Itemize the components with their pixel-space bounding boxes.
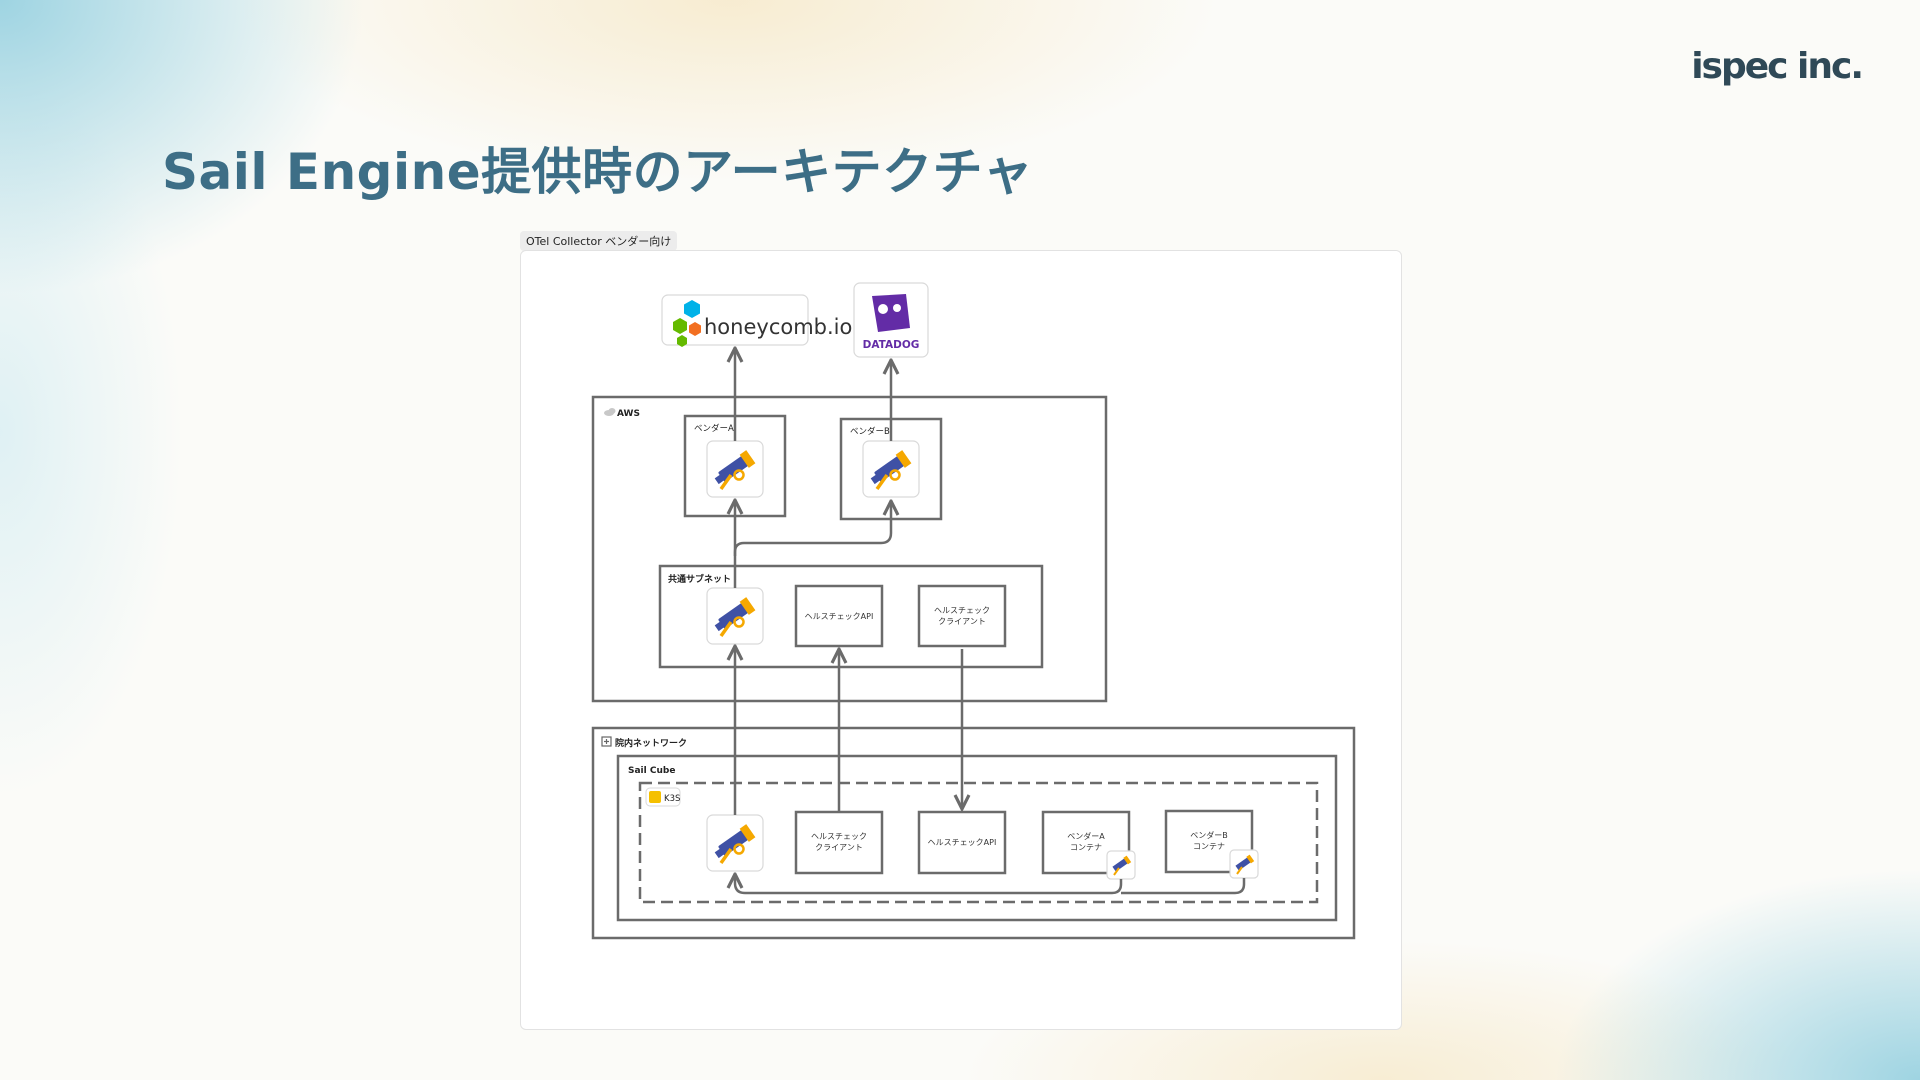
onprem-network-label: 院内ネットワーク xyxy=(615,737,687,749)
aws-healthcheck-api-label: ヘルスチェックAPI xyxy=(805,612,874,621)
honeycomb-logo: honeycomb.io xyxy=(661,294,852,347)
aws-healthcheck-api-box xyxy=(794,584,884,648)
onprem-healthcheck-client-label-2: クライアント xyxy=(815,843,863,852)
honeycomb-label: honeycomb.io xyxy=(704,315,852,339)
vendor-b-label: ベンダーB xyxy=(850,426,890,437)
arrow-subnet-to-vendor-b xyxy=(733,501,891,556)
aws-label: AWS xyxy=(617,409,640,419)
hospital-icon xyxy=(601,736,612,747)
vendor-b-container-label: ベンダーB xyxy=(1190,830,1228,840)
onprem-healthcheck-client-box xyxy=(794,810,884,875)
telescope-icon xyxy=(1106,850,1136,880)
aws-healthcheck-client-box xyxy=(917,584,1007,648)
onprem-healthcheck-api-box xyxy=(917,810,1007,875)
sail-cube-label: Sail Cube xyxy=(628,766,675,776)
telescope-icon xyxy=(861,439,921,499)
slide-title: Sail Engine提供時のアーキテクチャ xyxy=(162,143,1034,201)
telescope-icon xyxy=(1229,849,1259,879)
k8s-icon xyxy=(645,787,681,807)
k3s-cluster-box xyxy=(638,781,1319,904)
shared-subnet-label: 共通サブネット xyxy=(668,573,731,585)
company-logo: ispec inc. xyxy=(1691,46,1864,87)
telescope-icon xyxy=(705,586,765,646)
telescope-icon xyxy=(705,439,765,499)
vendor-a-container-label-2: コンテナ xyxy=(1070,843,1102,852)
arrow-vendor-a-container-to-collector xyxy=(735,874,1123,895)
telescope-icon xyxy=(705,813,765,873)
vendor-b-container-label-2: コンテナ xyxy=(1193,842,1225,851)
vendor-a-container-label: ベンダーA xyxy=(1067,831,1105,841)
datadog-label: DATADOG xyxy=(863,339,920,351)
datadog-logo: DATADOG xyxy=(853,282,929,358)
aws-healthcheck-client-label: ヘルスチェック xyxy=(934,606,990,615)
k3s-label: K3S xyxy=(664,794,680,804)
aws-healthcheck-client-label-2: クライアント xyxy=(938,617,986,626)
onprem-healthcheck-api-label: ヘルスチェックAPI xyxy=(928,838,997,847)
cloud-icon xyxy=(604,408,616,416)
vendor-a-label: ベンダーA xyxy=(694,423,734,434)
onprem-healthcheck-client-label: ヘルスチェック xyxy=(811,832,867,841)
arrow-vendor-b-container-to-collector xyxy=(1121,878,1246,895)
frame-label: OTel Collector ベンダー向け xyxy=(520,231,678,251)
